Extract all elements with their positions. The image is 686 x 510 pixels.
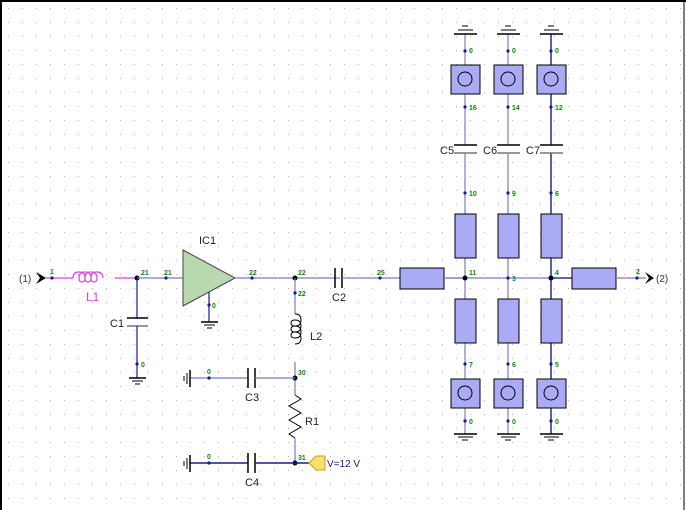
svg-text:R1: R1	[305, 416, 319, 428]
svg-text:0: 0	[469, 48, 473, 55]
resonator-top-2[interactable]	[493, 64, 524, 95]
junction-4	[548, 275, 554, 281]
ground-icon	[201, 321, 218, 329]
svg-text:C2: C2	[332, 292, 346, 304]
svg-text:21: 21	[141, 270, 149, 277]
svg-text:0: 0	[141, 362, 145, 369]
svg-text:25: 25	[377, 270, 385, 277]
svg-text:0: 0	[207, 369, 211, 376]
capacitor-c2[interactable]: C2	[332, 268, 346, 304]
ground-icon	[129, 377, 146, 385]
svg-text:L1: L1	[86, 290, 100, 304]
ground-icon	[183, 370, 191, 387]
svg-text:12: 12	[555, 105, 563, 112]
capacitor-c1[interactable]: C1	[110, 278, 148, 378]
svg-text:(2): (2)	[656, 274, 668, 285]
resonator-column-1: 0 16 C5 10 11 7 0	[440, 25, 481, 441]
svg-text:10: 10	[469, 191, 477, 198]
svg-text:0: 0	[207, 454, 211, 461]
port-arrow-icon	[645, 272, 654, 284]
capacitor-c6[interactable]: C6	[483, 144, 520, 157]
port-arrow-icon	[36, 272, 46, 284]
resonator-column-3: 0 12 C7 6 4 5 0	[526, 25, 567, 441]
line-block-col2-top[interactable]	[497, 213, 520, 259]
svg-text:0: 0	[212, 303, 216, 310]
amplifier-ic1[interactable]: IC1	[182, 235, 237, 322]
svg-text:C1: C1	[110, 318, 124, 330]
svg-text:L2: L2	[310, 331, 322, 343]
junction-11	[462, 275, 468, 281]
line-block-col2-bottom[interactable]	[497, 298, 520, 344]
line-block-col3-bottom[interactable]	[540, 298, 563, 344]
resonator-bottom-3[interactable]	[536, 378, 567, 409]
voltage-source-tag[interactable]: V=12 V	[308, 455, 360, 471]
output-port[interactable]: (2)	[645, 272, 668, 285]
svg-text:22: 22	[298, 291, 306, 298]
svg-text:C6: C6	[483, 145, 497, 157]
svg-text:11: 11	[469, 270, 477, 277]
svg-text:0: 0	[469, 419, 473, 426]
line-block-col3-top[interactable]	[540, 213, 563, 259]
svg-text:2: 2	[636, 269, 640, 276]
svg-text:0: 0	[555, 48, 559, 55]
svg-text:C3: C3	[245, 392, 259, 404]
svg-text:0: 0	[555, 419, 559, 426]
capacitor-c7[interactable]: C7	[526, 144, 563, 157]
inductor-l1[interactable]: L1	[46, 271, 137, 304]
line-block-col1-bottom[interactable]	[454, 298, 477, 344]
resistor-r1[interactable]: R1	[288, 394, 319, 439]
svg-text:7: 7	[469, 362, 473, 369]
line-block-right[interactable]	[571, 267, 617, 290]
svg-text:0: 0	[512, 419, 516, 426]
capacitor-c5[interactable]: C5	[440, 144, 477, 157]
svg-text:30: 30	[298, 370, 306, 377]
svg-text:31: 31	[298, 455, 306, 462]
capacitor-c4[interactable]: C4	[190, 453, 309, 489]
svg-text:3: 3	[512, 276, 516, 283]
svg-text:0: 0	[512, 48, 516, 55]
svg-text:C4: C4	[245, 477, 259, 489]
svg-text:C7: C7	[526, 145, 540, 157]
line-block-left[interactable]	[399, 267, 445, 290]
resonator-bottom-1[interactable]	[450, 378, 481, 409]
svg-text:4: 4	[555, 270, 559, 277]
svg-text:22: 22	[298, 270, 306, 277]
svg-text:9: 9	[512, 191, 516, 198]
resonator-top-1[interactable]	[450, 64, 481, 95]
line-block-col1-top[interactable]	[454, 213, 477, 259]
voltage-tag-icon	[308, 455, 326, 471]
svg-text:16: 16	[469, 105, 477, 112]
svg-text:6: 6	[512, 362, 516, 369]
svg-text:22: 22	[249, 270, 257, 277]
inductor-l2[interactable]: L2	[290, 313, 322, 345]
svg-text:14: 14	[512, 105, 520, 112]
resonator-top-3[interactable]	[536, 64, 567, 95]
svg-text:6: 6	[555, 191, 559, 198]
svg-text:C5: C5	[440, 145, 454, 157]
svg-text:IC1: IC1	[199, 235, 216, 247]
svg-text:5: 5	[555, 362, 559, 369]
svg-text:V=12 V: V=12 V	[327, 459, 360, 470]
svg-text:1: 1	[50, 269, 54, 276]
resonator-column-2: 0 14 C6 9 3 6 0	[483, 25, 524, 441]
resonator-bottom-2[interactable]	[493, 378, 524, 409]
ground-icon	[183, 455, 191, 472]
svg-text:21: 21	[164, 270, 172, 277]
capacitor-c3[interactable]: C3	[190, 368, 295, 404]
input-port[interactable]: (1)	[19, 272, 46, 285]
svg-text:(1): (1)	[19, 274, 31, 285]
